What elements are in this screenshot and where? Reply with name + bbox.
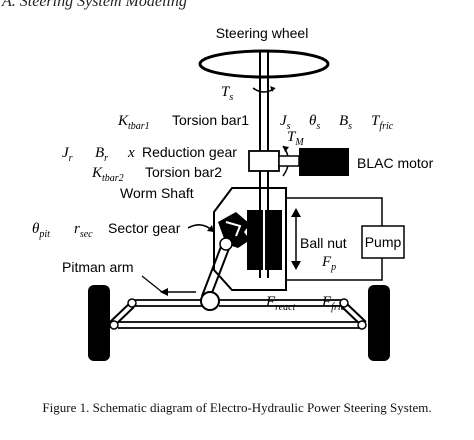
symbol-Ffric: Ffric [321, 294, 346, 313]
pitman-arm-edge-2 [209, 245, 231, 299]
pump-box [361, 225, 405, 259]
left-knuckle-arm [109, 302, 131, 323]
steering-wheel-label: Steering wheel [216, 25, 309, 41]
hydraulic-line-lower [286, 258, 383, 281]
symbol-Ts: Ts [221, 84, 233, 103]
sector-gear-arrow-head [207, 225, 214, 232]
pitman-arm-edge-1 [201, 243, 223, 297]
symbol-Br: Br [95, 145, 108, 164]
reduction-gear-box [248, 150, 280, 172]
motor-torque-arrow-head [283, 146, 289, 152]
symbol-Tfric: Tfric [371, 113, 394, 132]
reduction-gear-label: Reduction gear [142, 144, 237, 160]
blac-motor [299, 148, 349, 176]
pitman-ball-joint [200, 291, 220, 311]
ball-nut-arrow-up [291, 208, 301, 217]
sector-gear-label: Sector gear [108, 220, 181, 236]
pitman-arm-label: Pitman arm [62, 259, 134, 275]
torsion-bar2-label: Torsion bar2 [145, 164, 222, 180]
pump-label: Pump [365, 234, 402, 250]
torsion-bar1-label: Torsion bar1 [172, 112, 249, 128]
pitman-arm-leader [141, 275, 163, 293]
symbol-TM: TM [287, 129, 304, 148]
symbol-Fp: Fp [321, 254, 336, 273]
left-track-rod-joint [109, 320, 119, 330]
symbol-Jr: Jr [62, 145, 73, 164]
symbol-Bs: Bs [339, 113, 352, 132]
right-track-rod-joint [357, 320, 367, 330]
ball-nut-arrow-down [291, 261, 301, 270]
right-knuckle-arm [345, 302, 367, 323]
worm-shaft-label: Worm Shaft [120, 185, 194, 201]
pitman-motion-arrow-head [160, 288, 168, 296]
section-title: A. Steering System Modeling [1, 0, 187, 10]
right-wheel [368, 285, 390, 361]
steering-wheel [198, 49, 330, 79]
blac-motor-label: BLAC motor [357, 155, 434, 171]
figure-caption: Figure 1. Schematic diagram of Electro-H… [42, 400, 431, 415]
symbol-Ktbar2: Ktbar2 [91, 165, 124, 184]
symbol-x: x [127, 145, 135, 161]
left-wheel [88, 285, 110, 361]
hydraulic-line-upper [286, 197, 383, 226]
left-tie-rod-joint [127, 298, 137, 308]
symbol-r-sec: rsec [74, 221, 93, 240]
ball-nut-label: Ball nut [300, 235, 347, 251]
torque-arrow-head [270, 86, 275, 92]
symbol-Js: Js [280, 113, 291, 132]
pitman-pivot [219, 237, 233, 251]
sector-gear-teeth [225, 221, 242, 237]
symbol-theta-pit: θpit [32, 221, 50, 240]
symbol-Ktbar1: Ktbar1 [117, 113, 150, 132]
motor-shaft [278, 155, 300, 167]
right-tie-rod-joint [339, 298, 349, 308]
symbol-theta-s: θs [309, 113, 320, 132]
symbol-Freact: Freact [265, 294, 296, 313]
